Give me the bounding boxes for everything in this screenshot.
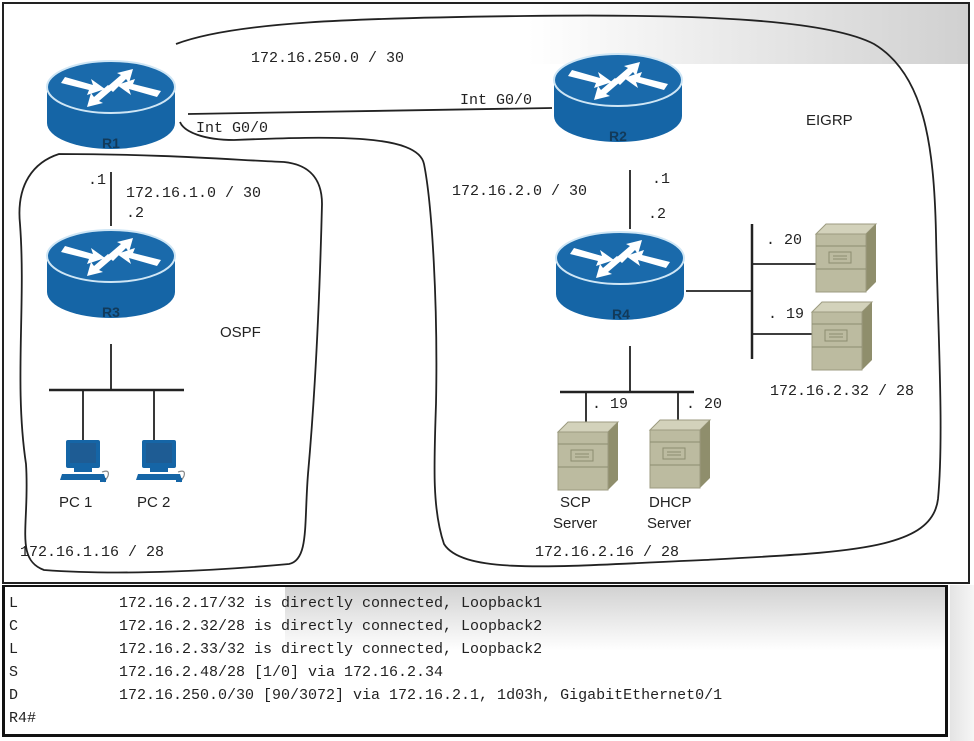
route-code: S (9, 664, 19, 681)
dhcp-server-label-line2: Server (647, 515, 692, 532)
route-text: 172.16.2.17/32 is directly connected, Lo… (119, 595, 543, 612)
loopback-server-top-ip-label: . 20 (766, 232, 803, 249)
subnet-r1-r2-label: 172.16.250.0 / 30 (251, 50, 405, 67)
pc2-icon[interactable] (135, 439, 185, 483)
scp-server-label-line1: SCP (560, 494, 591, 511)
network-diagram: R1 R2 R3 R4 172.16.250.0 / 30 Int G0/0 I… (2, 2, 970, 584)
pc2-label: PC 2 (137, 494, 171, 511)
route-code: L (9, 641, 19, 658)
loopback-lan-subnet-label: 172.16.2.32 / 28 (770, 383, 915, 400)
route-code: C (9, 618, 19, 635)
eigrp-area-boundary (175, 14, 942, 568)
cli-prompt[interactable]: R4# (9, 710, 37, 727)
pc1-icon[interactable] (59, 439, 110, 483)
route-line: D 172.16.250.0/30 [90/3072] via 172.16.2.… (9, 687, 722, 704)
pc1-label: PC 1 (59, 494, 93, 511)
subnet-r1-r3-label: 172.16.1.0 / 30 (126, 185, 262, 202)
ospf-lan-subnet-label: 172.16.1.16 / 28 (20, 544, 165, 561)
router-r1-label: R1 (102, 135, 120, 151)
ospf-area-boundary (18, 153, 323, 574)
r1-interface-label: Int G0/0 (196, 120, 269, 137)
route-text: 172.16.2.33/32 is directly connected, Lo… (119, 641, 543, 658)
server-loopback-19-icon[interactable] (811, 301, 873, 371)
route-text: 172.16.2.48/28 [1/0] via 172.16.2.34 (119, 664, 444, 681)
subnet-r2-r4-label: 172.16.2.0 / 30 (452, 183, 588, 200)
ospf-area-label: OSPF (220, 324, 261, 341)
route-line: L 172.16.2.17/32 is directly connected, L… (9, 595, 542, 612)
router-r3-label: R3 (102, 304, 120, 320)
dhcp-ip-label: . 20 (686, 396, 723, 413)
link-r1-r2 (187, 107, 553, 115)
route-line: C 172.16.2.32/28 is directly connected, L… (9, 618, 542, 635)
route-line: S 172.16.2.48/28 [1/0] via 172.16.2.34 (9, 664, 443, 681)
routing-table-output: L 172.16.2.17/32 is directly connected, L… (2, 585, 948, 737)
router-r2-label: R2 (609, 128, 627, 144)
r2-r4-r4-ip-label: .2 (648, 206, 667, 223)
router-r4-label: R4 (612, 306, 630, 322)
scp-server-label-line2: Server (553, 515, 598, 532)
r2-r4-r2-ip-label: .1 (652, 171, 671, 188)
dhcp-server-icon[interactable] (649, 419, 711, 489)
route-text: 172.16.2.32/28 is directly connected, Lo… (119, 618, 543, 635)
scp-server-icon[interactable] (557, 421, 619, 491)
route-line: L 172.16.2.33/32 is directly connected, L… (9, 641, 542, 658)
server-lan-subnet-label: 172.16.2.16 / 28 (535, 544, 680, 561)
dhcp-server-label-line1: DHCP (649, 494, 692, 511)
loopback-server-bottom-ip-label: . 19 (768, 306, 805, 323)
route-code: L (9, 595, 19, 612)
scp-ip-label: . 19 (592, 396, 629, 413)
route-text: 172.16.250.0/30 [90/3072] via 172.16.2.1… (119, 687, 723, 704)
topology-svg (18, 14, 942, 574)
scan-shadow-side (950, 585, 974, 741)
server-loopback-20-icon[interactable] (815, 223, 877, 293)
r2-interface-label: Int G0/0 (460, 92, 533, 109)
eigrp-area-label: EIGRP (806, 112, 853, 129)
r1-r3-r1-ip-label: .1 (88, 172, 107, 189)
r1-r3-r3-ip-label: .2 (126, 205, 145, 222)
route-code: D (9, 687, 19, 704)
